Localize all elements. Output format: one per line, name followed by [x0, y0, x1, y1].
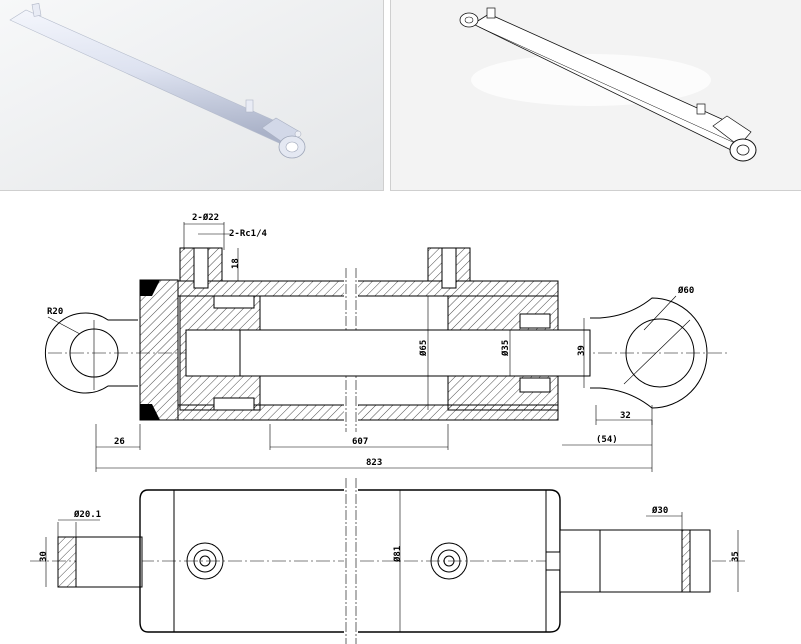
weld-bottom — [140, 404, 160, 420]
port-rear — [179, 247, 223, 289]
port-boss-front — [430, 542, 468, 580]
dim-ports-dia: 2-Ø22 — [192, 212, 219, 223]
dim-rear-offset: 26 — [114, 437, 125, 447]
dim-tube-od: Ø81 — [392, 546, 403, 563]
section-view — [44, 247, 730, 432]
dim-rear-eye-radius: R20 — [47, 307, 63, 317]
dim-stroke: 607 — [352, 437, 368, 447]
rear-lug — [75, 536, 143, 588]
wireframe-cylinder-illustration — [391, 0, 801, 190]
dim-pin-hole: Ø20.1 — [73, 509, 101, 520]
rod-end-eye — [590, 297, 708, 409]
rear-end-cap — [139, 279, 179, 421]
dim-bore: Ø65 — [418, 340, 429, 357]
rear-lug-section — [57, 536, 77, 588]
dim-stroke-ref: (54) — [596, 435, 618, 445]
dim-rod: Ø35 — [500, 340, 511, 357]
rod-end-block — [599, 529, 683, 593]
exterior-view — [30, 478, 745, 644]
exterior-rod — [559, 529, 601, 593]
dim-rod-pin-hole: Ø30 — [651, 505, 668, 516]
exterior-dimensions: Ø20.1 30 Ø81 Ø30 35 — [39, 490, 741, 632]
dim-rod-end-width: 39 — [577, 345, 587, 356]
weld-top — [140, 280, 160, 296]
port-boss-rear — [186, 542, 224, 580]
dim-eye-offset: 32 — [620, 411, 631, 421]
port-front — [427, 247, 471, 289]
engineering-drawing: 2-Ø22 2-Rc1/4 18 R20 Ø60 Ø65 Ø35 39 32 (… — [30, 212, 745, 644]
dim-ports-thread: 2-Rc1/4 — [229, 229, 268, 239]
dim-rod-eye-width: 35 — [731, 551, 741, 562]
exterior-break-gap — [344, 480, 358, 644]
dim-eye-dia: Ø60 — [677, 285, 694, 296]
cylinder-body — [139, 489, 561, 633]
dim-rear-lug-width: 30 — [39, 551, 49, 562]
wireframe-3d-render — [390, 0, 801, 191]
dim-port-height: 18 — [231, 258, 241, 269]
shaded-cylinder-illustration — [0, 0, 383, 190]
gland — [447, 295, 559, 411]
dim-overall-length: 823 — [366, 458, 382, 468]
shaded-3d-render — [0, 0, 384, 191]
piston-rod — [239, 329, 591, 377]
section-dimensions: 2-Ø22 2-Rc1/4 18 R20 Ø60 Ø65 Ø35 39 32 (… — [47, 212, 694, 472]
rod-pin-section — [681, 529, 691, 593]
tube-wall-top — [177, 280, 559, 297]
rear-eye — [44, 312, 138, 394]
